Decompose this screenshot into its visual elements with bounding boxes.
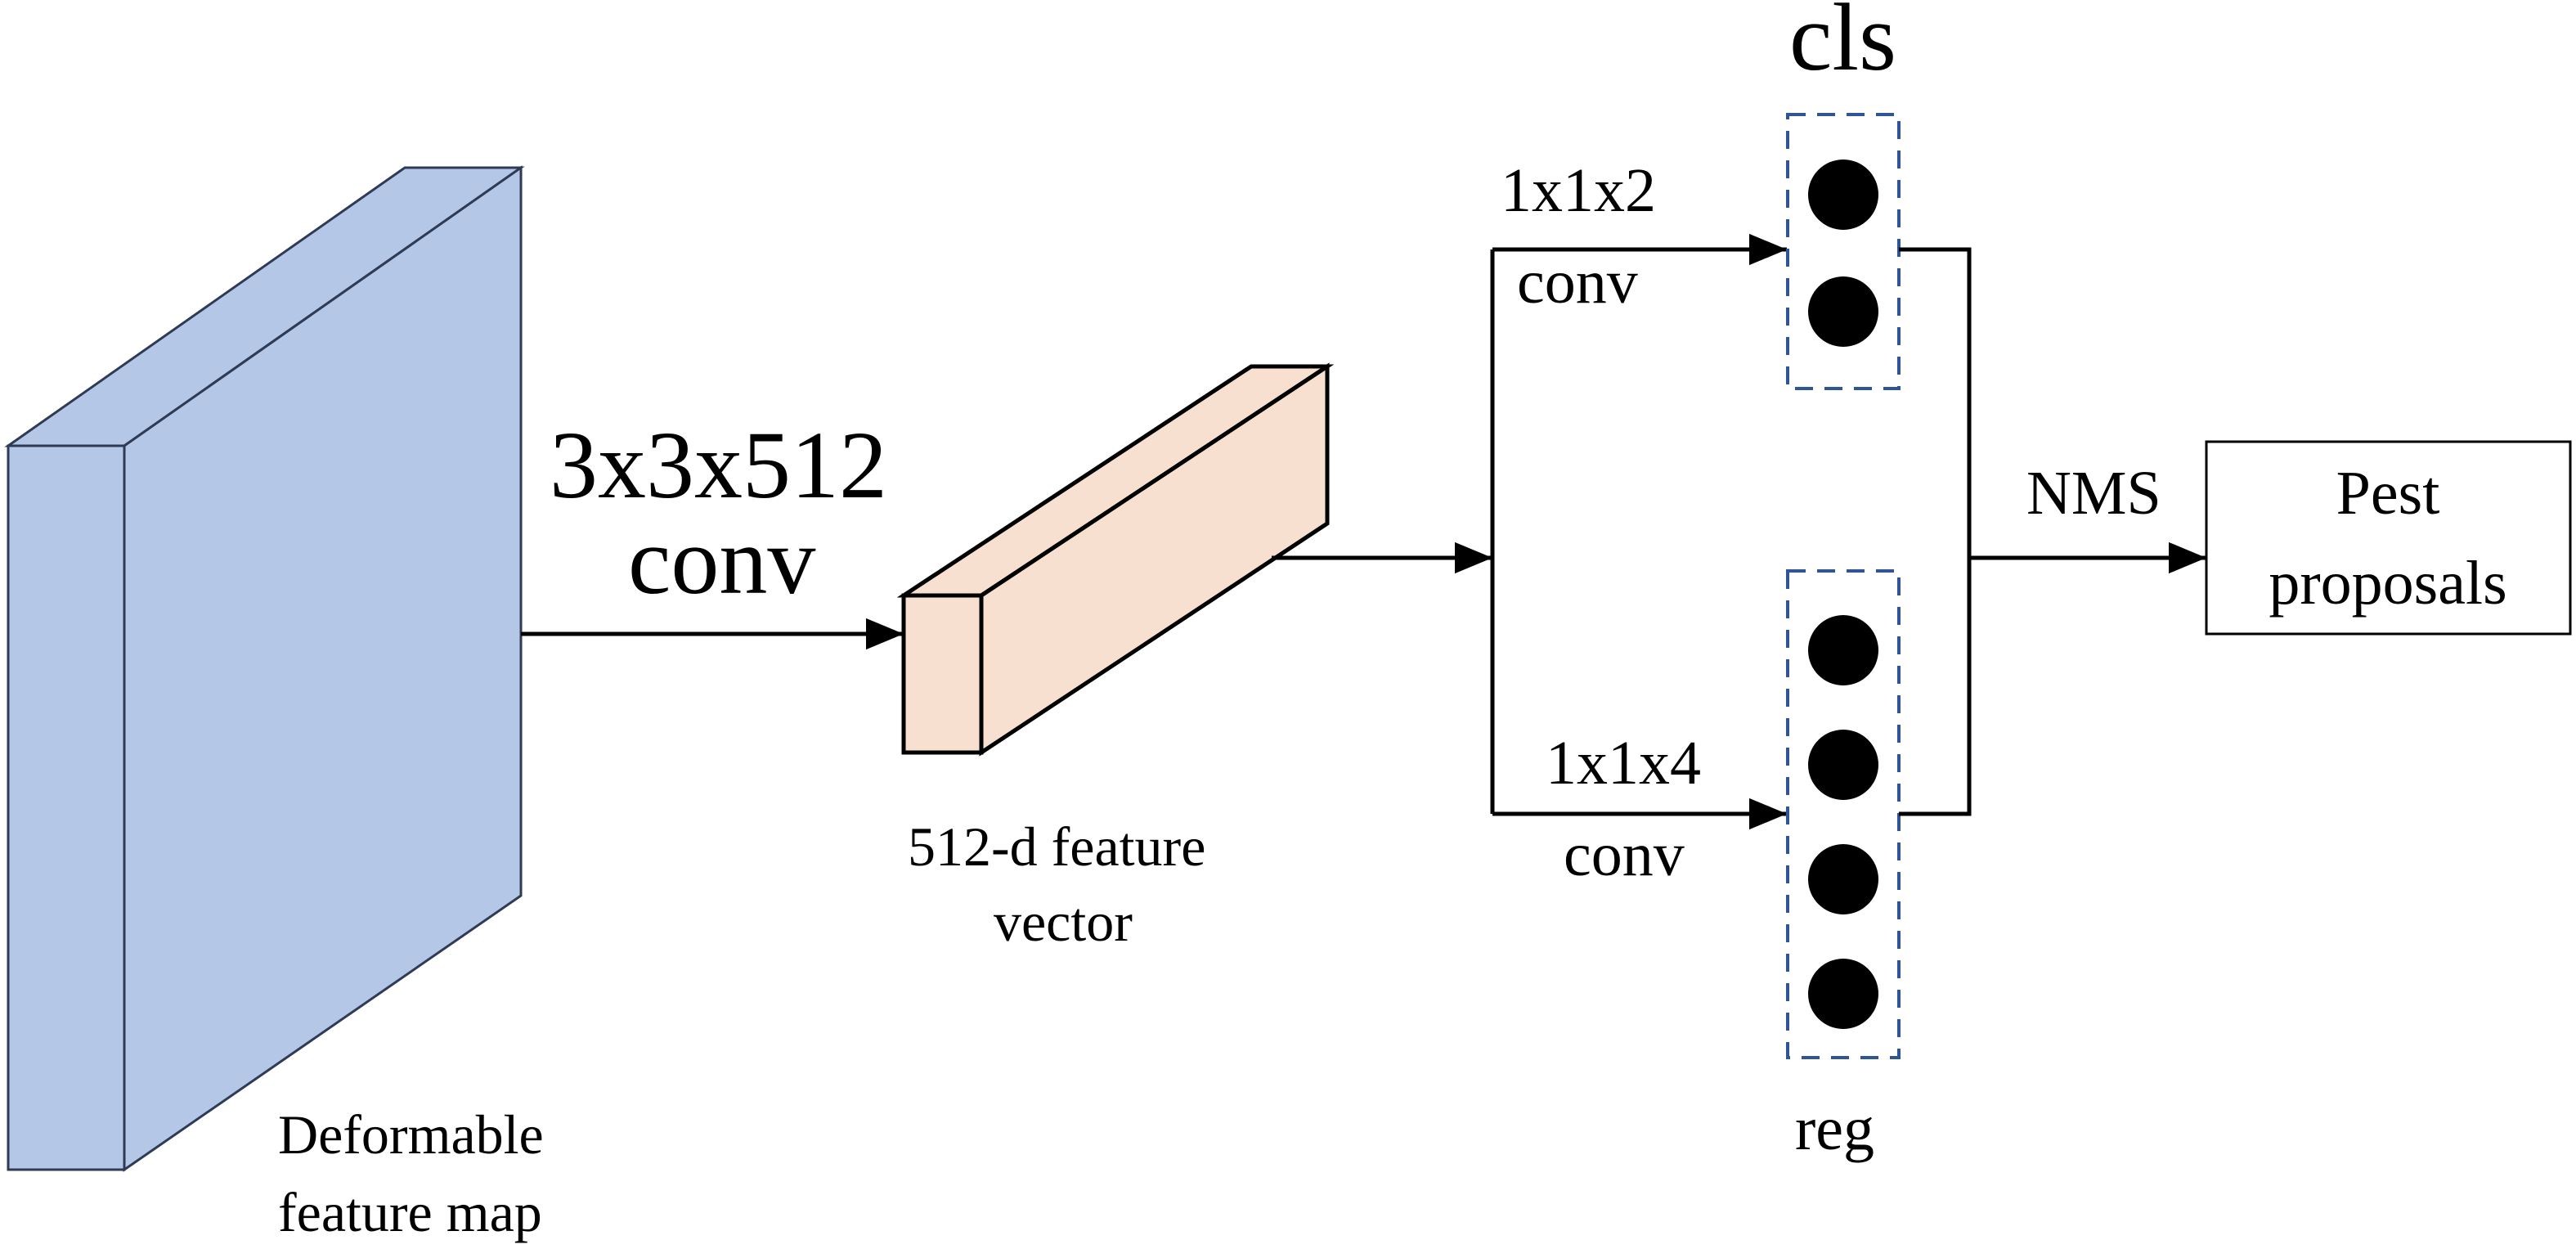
cls-neurons [1808, 159, 1878, 347]
nms-label: NMS [2026, 459, 2161, 528]
feature-map-front [7, 444, 126, 1171]
reg-conv-label-line2: conv [1564, 820, 1685, 889]
proposals-box [2205, 440, 2572, 636]
feature-vector-block [896, 362, 1335, 757]
proposals-label-line2: proposals [2269, 549, 2506, 618]
cls-label: cls [1789, 0, 1896, 91]
cls-neuron-2 [1808, 276, 1878, 347]
vector-label-line1: 512-d feature [908, 815, 1205, 878]
feature-vector-front [901, 593, 984, 755]
cls-neuron-1 [1808, 159, 1878, 230]
reg-neurons [1808, 615, 1878, 1029]
reg-neuron-4 [1808, 959, 1878, 1029]
feature-map-side [123, 165, 523, 1172]
reg-neuron-3 [1808, 844, 1878, 914]
cls-merge-line [1899, 247, 1972, 816]
reg-neuron-2 [1808, 730, 1878, 800]
cls-dashed-box [1786, 113, 1901, 390]
feature-map-label-line2: feature map [278, 1181, 542, 1243]
reg-conv-label-line1: 1x1x4 [1546, 729, 1701, 797]
conv3-label-line2: conv [628, 507, 815, 614]
reg-label: reg [1795, 1094, 1874, 1163]
conv3-label-line1: 3x3x512 [550, 411, 887, 519]
cls-conv-label-line1: 1x1x2 [1501, 156, 1656, 225]
cls-conv-label-line2: conv [1517, 248, 1638, 317]
reg-neuron-1 [1808, 615, 1878, 685]
proposals-label-line1: Pest [2336, 459, 2440, 528]
feature-map-block [4, 165, 525, 1172]
vector-label-line2: vector [994, 891, 1133, 953]
feature-map-label-line1: Deformable [278, 1103, 544, 1166]
